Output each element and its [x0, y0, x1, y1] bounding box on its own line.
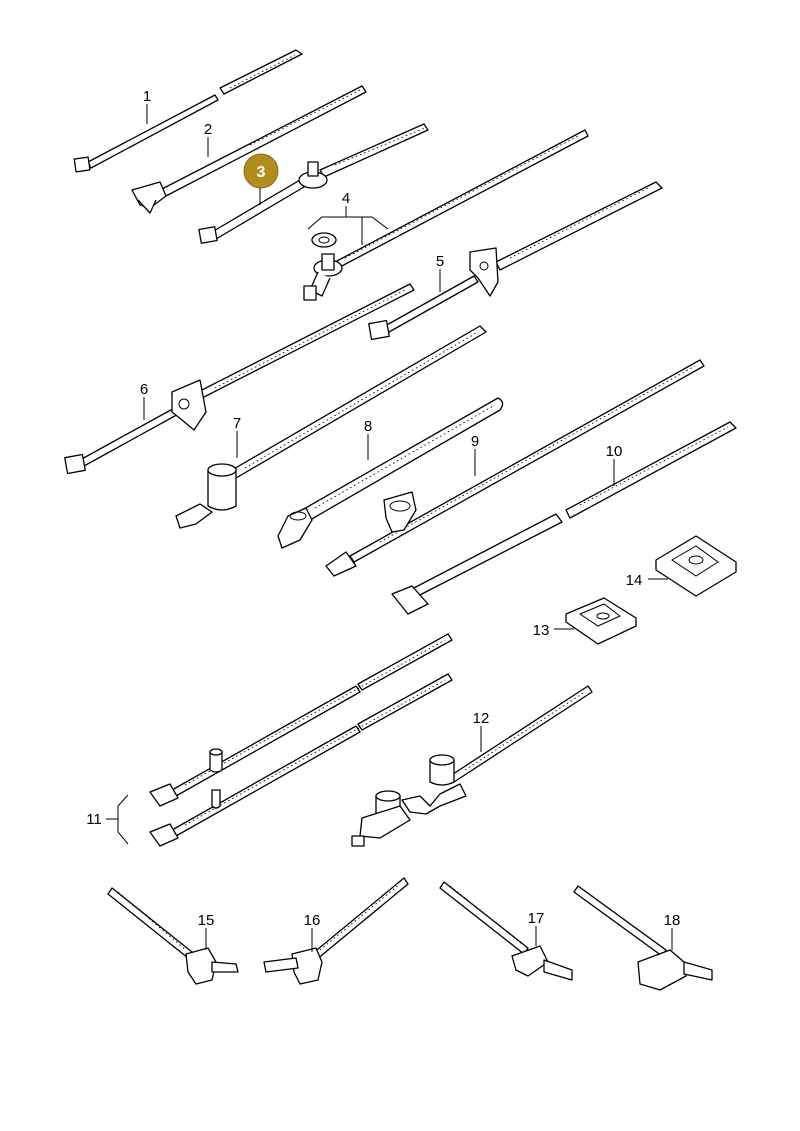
callout-12[interactable]: 12 [473, 710, 490, 727]
part-3-cable-tie-stud[interactable] [198, 123, 429, 244]
callout-8[interactable]: 8 [364, 418, 372, 435]
callout-11[interactable]: 11 [86, 811, 102, 828]
callout-7[interactable]: 7 [233, 415, 241, 432]
callout-15[interactable]: 15 [198, 912, 215, 929]
part-14-base-plate[interactable] [655, 535, 737, 597]
part-2-cable-tie-clip[interactable] [131, 85, 367, 214]
callout-5[interactable]: 5 [436, 253, 444, 270]
part-4-stud-fastener[interactable] [303, 129, 589, 301]
part-13-base-plate[interactable] [565, 597, 637, 645]
leader-lines [106, 104, 673, 952]
part-12-tie-double-stud[interactable] [351, 685, 593, 847]
callout-14[interactable]: 14 [626, 572, 643, 589]
callout-13[interactable]: 13 [533, 622, 550, 639]
callout-10[interactable]: 10 [606, 443, 623, 460]
callout-3-highlight[interactable]: 3 [243, 153, 279, 189]
part-6-cable-tie-holder[interactable] [64, 283, 415, 475]
callout-4[interactable]: 4 [342, 190, 350, 207]
part-16-clip-tie[interactable] [263, 877, 409, 985]
callout-18[interactable]: 18 [664, 912, 681, 929]
callout-3-badge [243, 153, 279, 189]
part-18-clip-tie[interactable] [573, 885, 713, 991]
part-1-cable-tie[interactable] [73, 49, 303, 173]
callout-6[interactable]: 6 [140, 381, 148, 398]
callout-17[interactable]: 17 [528, 910, 545, 927]
part-15-clip-tie[interactable] [107, 887, 239, 985]
callout-labels: 1 2 3 4 5 6 7 8 9 10 11 12 13 14 15 16 1… [86, 88, 680, 929]
callout-1[interactable]: 1 [143, 88, 151, 105]
part-5-cable-tie-plate[interactable] [368, 181, 663, 341]
callout-9[interactable]: 9 [471, 433, 479, 450]
part-8-tie-spiral[interactable] [277, 397, 504, 549]
callout-16[interactable]: 16 [304, 912, 321, 929]
part-17-clip-tie[interactable] [439, 881, 573, 981]
part-7-cable-tie-round[interactable] [175, 325, 487, 529]
part-10-long-cable-tie[interactable] [391, 421, 737, 615]
callout-3: 3 [257, 164, 266, 181]
part-11-tie-pair[interactable] [117, 633, 453, 847]
part-9-tie-clamp[interactable] [325, 359, 705, 577]
callout-2[interactable]: 2 [204, 121, 212, 138]
